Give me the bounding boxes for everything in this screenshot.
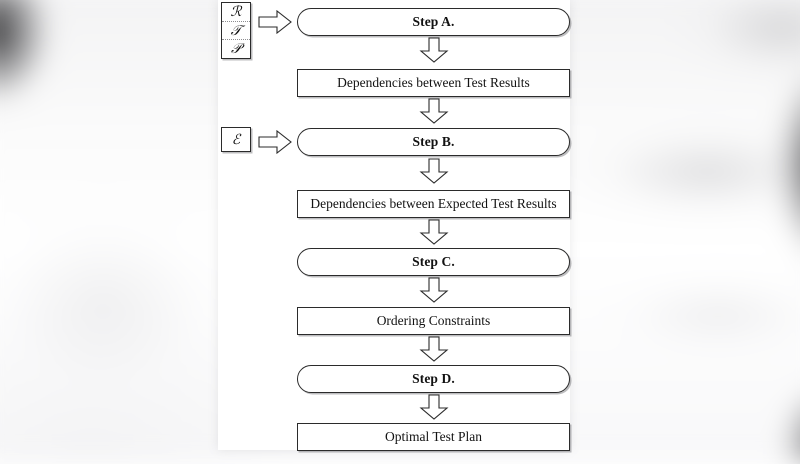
arrow-down-icon-7	[418, 394, 450, 420]
arrow-down-icon-1	[418, 37, 450, 63]
node-optimal-test-plan[interactable]: Optimal Test Plan	[297, 423, 570, 451]
node-step-a[interactable]: Step A.	[297, 8, 570, 36]
test-planning-flowchart: ℛ 𝒯 𝒫 ℰ Step A. Dependencies between Tes…	[221, 2, 570, 451]
node-step-b[interactable]: Step B.	[297, 128, 570, 156]
node-dependencies-expected-test-results[interactable]: Dependencies between Expected Test Resul…	[297, 190, 570, 218]
node-dependencies-test-results-label: Dependencies between Test Results	[337, 75, 530, 91]
node-ordering-constraints[interactable]: Ordering Constraints	[297, 307, 570, 335]
arrow-down-icon-5	[418, 277, 450, 303]
expected-results-input[interactable]: ℰ	[221, 127, 251, 152]
symbol-e: ℰ	[231, 131, 241, 148]
arrow-down-icon-4	[418, 219, 450, 245]
arrow-down-icon-6	[418, 336, 450, 362]
symbol-r: ℛ	[230, 3, 242, 20]
node-step-d[interactable]: Step D.	[297, 365, 570, 393]
arrow-right-icon-e-to-step-b	[258, 129, 292, 155]
node-ordering-constraints-label: Ordering Constraints	[376, 313, 491, 329]
node-step-a-label: Step A.	[412, 14, 455, 30]
node-dependencies-test-results[interactable]: Dependencies between Test Results	[297, 69, 570, 97]
requirements-tests-products-input[interactable]: ℛ 𝒯 𝒫	[221, 2, 251, 59]
node-step-c-label: Step C.	[412, 254, 455, 270]
node-optimal-test-plan-label: Optimal Test Plan	[384, 429, 483, 445]
node-dependencies-expected-test-results-label: Dependencies between Expected Test Resul…	[310, 196, 557, 212]
arrow-down-icon-3	[418, 158, 450, 184]
symbol-p: 𝒫	[222, 39, 250, 58]
arrow-down-icon-2	[418, 98, 450, 124]
symbol-t: 𝒯	[222, 20, 250, 40]
node-step-c[interactable]: Step C.	[297, 248, 570, 276]
node-step-d-label: Step D.	[412, 371, 455, 387]
node-step-b-label: Step B.	[412, 134, 455, 150]
arrow-right-icon-rtp-to-step-a	[258, 9, 292, 35]
